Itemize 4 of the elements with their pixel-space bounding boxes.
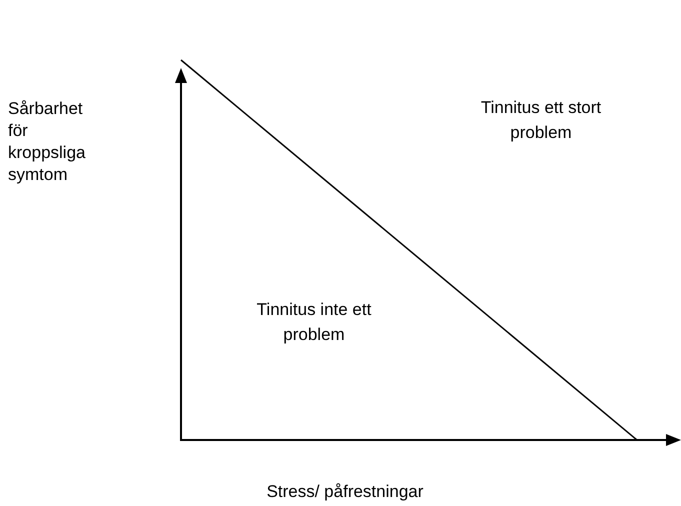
y-axis-label: Sårbarhet för kroppsliga symtom <box>8 98 86 186</box>
x-axis-label: Stress/ påfrestningar <box>266 481 424 503</box>
region-label: Tinnitus ett stort problem <box>480 97 602 144</box>
region-label: Tinnitus inte ett problem <box>256 299 372 346</box>
